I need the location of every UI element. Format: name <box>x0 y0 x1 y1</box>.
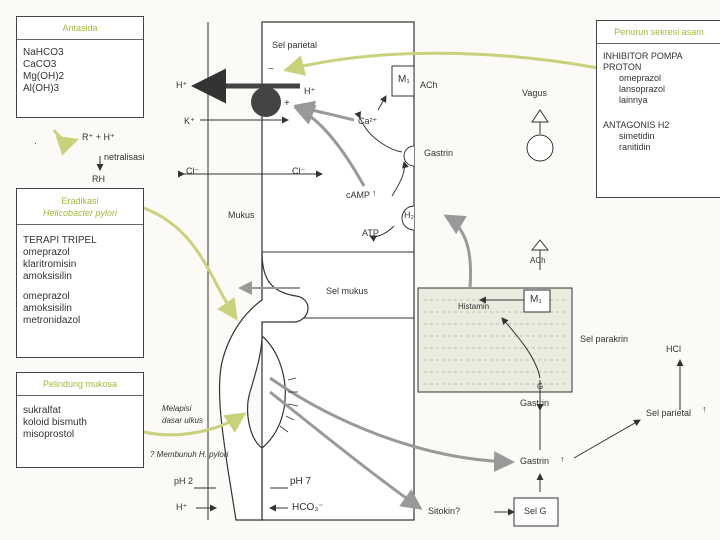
label-ach-mid: ACh <box>530 256 546 265</box>
antasida-box: Antasida NaHCO3 CaCO3 Mg(OH)2 Al(OH)3 <box>16 16 144 118</box>
ulcer-to-cytokine-arrow <box>269 390 423 510</box>
list-item: klaritromisin <box>23 259 77 270</box>
label-k-plus: K⁺ <box>184 116 195 126</box>
eradikasi-head: Eradikasi Helicobacter pylori <box>17 189 143 225</box>
label-sel-g: Sel G <box>524 506 547 516</box>
label-h-plus: H⁺ <box>176 80 188 90</box>
terapi-list: TERAPI TRIPEL omeprazol klaritromisin am… <box>23 235 97 327</box>
accent-link-eradikasi <box>143 206 238 321</box>
list-item: CaCO3 <box>23 59 57 70</box>
label-sel-parietal-right-arrow: ↑ <box>702 404 707 414</box>
label-g: G <box>537 382 544 391</box>
list-item: NaHCO3 <box>23 47 64 58</box>
label-camp-arrow: ↑ <box>372 188 377 198</box>
label-ph2: pH 2 <box>174 476 194 486</box>
list-item: sukralfat <box>23 405 61 416</box>
label-h-plus-low: H⁺ <box>176 502 188 512</box>
ulcer-to-gastrin-arrow <box>269 376 515 473</box>
list-item: simetidin <box>619 131 655 141</box>
label-vagus: Vagus <box>522 88 547 98</box>
h2-receptor <box>401 205 415 231</box>
ulcer-crater <box>218 251 309 521</box>
gastrin-receptor-cup <box>403 145 415 167</box>
m1-receptor-mid <box>523 289 551 313</box>
label-melapisi: Melapisi <box>162 404 192 413</box>
list-item: misoprostol <box>23 429 75 440</box>
label-sel-mukus: Sel mukus <box>326 286 369 296</box>
terapi-title: TERAPI TRIPEL <box>23 235 97 246</box>
label-gastrin-mid: Gastrin <box>520 398 550 408</box>
label-sitokin: Sitokin? <box>428 506 461 516</box>
antasida-title: Antasida <box>17 17 143 40</box>
m1-receptor-top <box>391 65 415 97</box>
list-item: ranitidin <box>619 142 651 152</box>
list-item: omeprazol <box>23 247 70 258</box>
label-rh: RH <box>92 174 105 184</box>
list-item: lansoprazol <box>619 84 666 94</box>
label-camp: cAMP <box>346 190 371 200</box>
bullet-dot: · <box>34 138 37 148</box>
signal-arrow-ca <box>293 100 355 122</box>
inhibitor-title: INHIBITOR POMPA PROTON <box>603 51 683 72</box>
eradikasi-subtitle: Helicobacter pylori <box>42 208 118 218</box>
label-sel-parakrin: Sel parakrin <box>580 334 629 344</box>
proton-pump <box>251 87 281 117</box>
label-h-plus-inner: H⁺ <box>304 86 316 96</box>
penurun-title: Penurun sekresi asam <box>597 21 720 44</box>
penurun-list: INHIBITOR POMPA PROTON omeprazol lansopr… <box>603 51 713 153</box>
label-atp: ATP <box>362 228 379 238</box>
list-item: omeprazol <box>619 73 662 83</box>
label-rh-plus: R⁺ + H⁺ <box>82 132 115 142</box>
label-h-pylori: ? Membunuh H. pylori <box>150 450 229 459</box>
label-gastrin-low-arrow: ↑ <box>560 454 565 464</box>
label-gastrin-receptor: Gastrin <box>424 148 454 158</box>
label-plus: + <box>284 98 290 109</box>
accent-link-penurun <box>283 51 599 76</box>
penurun-box: Penurun sekresi asam INHIBITOR POMPA PRO… <box>596 20 720 198</box>
label-m1-mid: M₁ <box>530 294 542 305</box>
histamine-arrow <box>443 214 473 289</box>
list-item: Al(OH)3 <box>23 83 60 94</box>
label-ph7: pH 7 <box>290 476 312 487</box>
label-ach-top: ACh <box>420 80 438 90</box>
list-item: koloid bismuth <box>23 417 87 428</box>
label-histamin: Histamin <box>458 302 490 311</box>
list-item: metronidazol <box>23 315 81 326</box>
g-cell-box <box>513 497 559 527</box>
label-mukus: Mukus <box>228 210 255 220</box>
label-cl-inner: Cl⁻ <box>292 166 306 176</box>
label-hcl: HCl <box>666 344 681 354</box>
pelindung-title: Pelindung mukosa <box>17 373 143 396</box>
accent-link-pelindung <box>143 412 247 437</box>
list-item: lainnya <box>619 95 648 105</box>
label-netralisasi: netralisasi <box>104 152 145 162</box>
label-m1-top: M₁ <box>398 74 410 85</box>
eradikasi-box: Eradikasi Helicobacter pylori TERAPI TRI… <box>16 188 144 358</box>
list-item: Mg(OH)2 <box>23 71 65 82</box>
list-item: amoksisilin <box>23 303 72 314</box>
label-melapisi2: dasar ulkus <box>162 416 203 425</box>
accent-link-antasida <box>52 129 79 156</box>
label-gastrin-low: Gastrin <box>520 456 550 466</box>
label-minus: − <box>268 64 274 75</box>
antasida-list: NaHCO3 CaCO3 Mg(OH)2 Al(OH)3 <box>23 47 64 95</box>
label-hco3: HCO₃⁻ <box>292 502 324 513</box>
vagus-nerve <box>526 134 554 162</box>
pelindung-list: sukralfat koloid bismuth misoprostol <box>23 405 87 441</box>
list-item: omeprazol <box>23 291 70 302</box>
label-ca: Ca²⁺ <box>358 116 378 126</box>
antagonis-title: ANTAGONIS H2 <box>603 120 670 130</box>
pelindung-box: Pelindung mukosa sukralfat koloid bismut… <box>16 372 144 468</box>
ulcer-base <box>261 335 286 449</box>
label-sel-parietal-right: Sel parietal <box>646 408 692 418</box>
label-sel-parietal: Sel parietal <box>272 40 318 50</box>
label-cl-outer: Cl⁻ <box>186 166 200 176</box>
list-item: amoksisilin <box>23 271 72 282</box>
eradikasi-title: Eradikasi <box>61 196 99 206</box>
label-h2: H₂ <box>404 210 414 220</box>
